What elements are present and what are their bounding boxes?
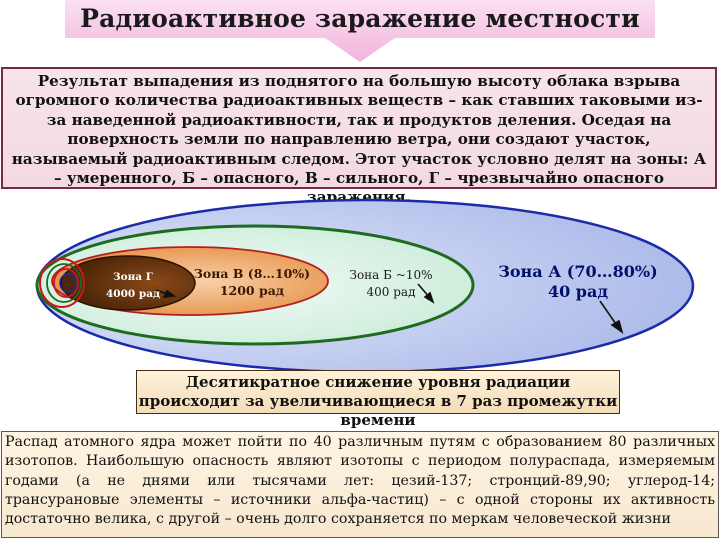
pointer-arrows — [155, 283, 624, 334]
zone-v-title: Зона В (8…10%) — [193, 266, 311, 281]
banner-arrow-shape — [65, 0, 655, 62]
zone-a-label: Зона А (70…80%) 40 рад — [488, 262, 668, 302]
zone-v-dose: 1200 рад — [219, 283, 285, 298]
zone-b-dose: 400 рад — [366, 285, 416, 299]
zone-g-area — [60, 255, 196, 311]
zone-g-title: Зона Г — [113, 271, 153, 283]
epicenter-rings — [39, 258, 85, 308]
radiation-decline-note: Десятикратное снижение уровня радиации п… — [136, 370, 620, 429]
intro-description: Результат выпадения из поднятого на боль… — [1, 67, 717, 206]
zone-v-label: Зона В (8…10%) 1200 рад — [192, 265, 312, 299]
zone-b-title: Зона Б ~10% — [349, 268, 433, 282]
title-banner: Радиоактивное заражение местности — [65, 0, 655, 62]
contamination-zones-diagram: Зона Г 4000 рад Зона В (8…10%) 1200 рад … — [0, 196, 720, 376]
zone-a-title: Зона А (70…80%) — [498, 262, 658, 281]
page-title: Радиоактивное заражение местности — [80, 4, 640, 33]
zone-b-label: Зона Б ~10% 400 рад — [336, 267, 446, 301]
nuclear-decay-note: Распад атомного ядра может пойти по 40 р… — [1, 431, 719, 538]
zone-a-dose: 40 рад — [547, 282, 609, 301]
zone-g-label: Зона Г 4000 рад — [101, 269, 165, 303]
zone-g-dose: 4000 рад — [105, 288, 161, 300]
